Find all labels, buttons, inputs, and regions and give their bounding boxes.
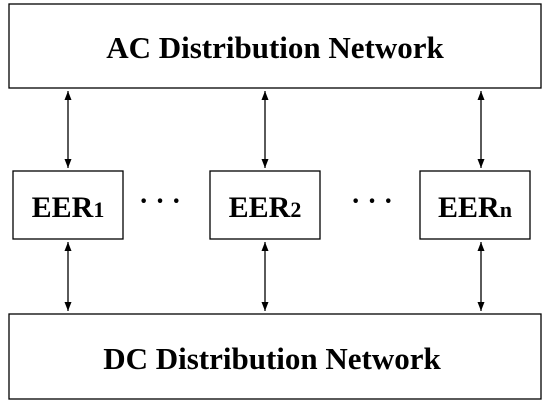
dc-network-box [8,313,542,400]
eer-n-label: EERn [438,191,512,224]
eer-2-label: EER2 [229,191,302,224]
eer-1-box [12,170,124,240]
ellipsis-2: · · · [351,186,393,217]
eer-1-base: EER [32,191,94,224]
eer-n-box [419,170,531,240]
eer-2-base: EER [229,191,291,224]
ac-network-label: AC Distribution Network [106,30,444,65]
eer-n-base: EER [438,191,500,224]
eer-1-subscript: 1 [93,197,104,222]
ellipsis-1: · · · [139,186,181,217]
eer-2-box [209,170,321,240]
eer-2-subscript: 2 [290,197,301,222]
eer-1-label: EER1 [32,191,105,224]
ac-network-box [8,3,542,89]
dc-network-label: DC Distribution Network [103,341,441,376]
eer-n-subscript: n [500,197,512,222]
